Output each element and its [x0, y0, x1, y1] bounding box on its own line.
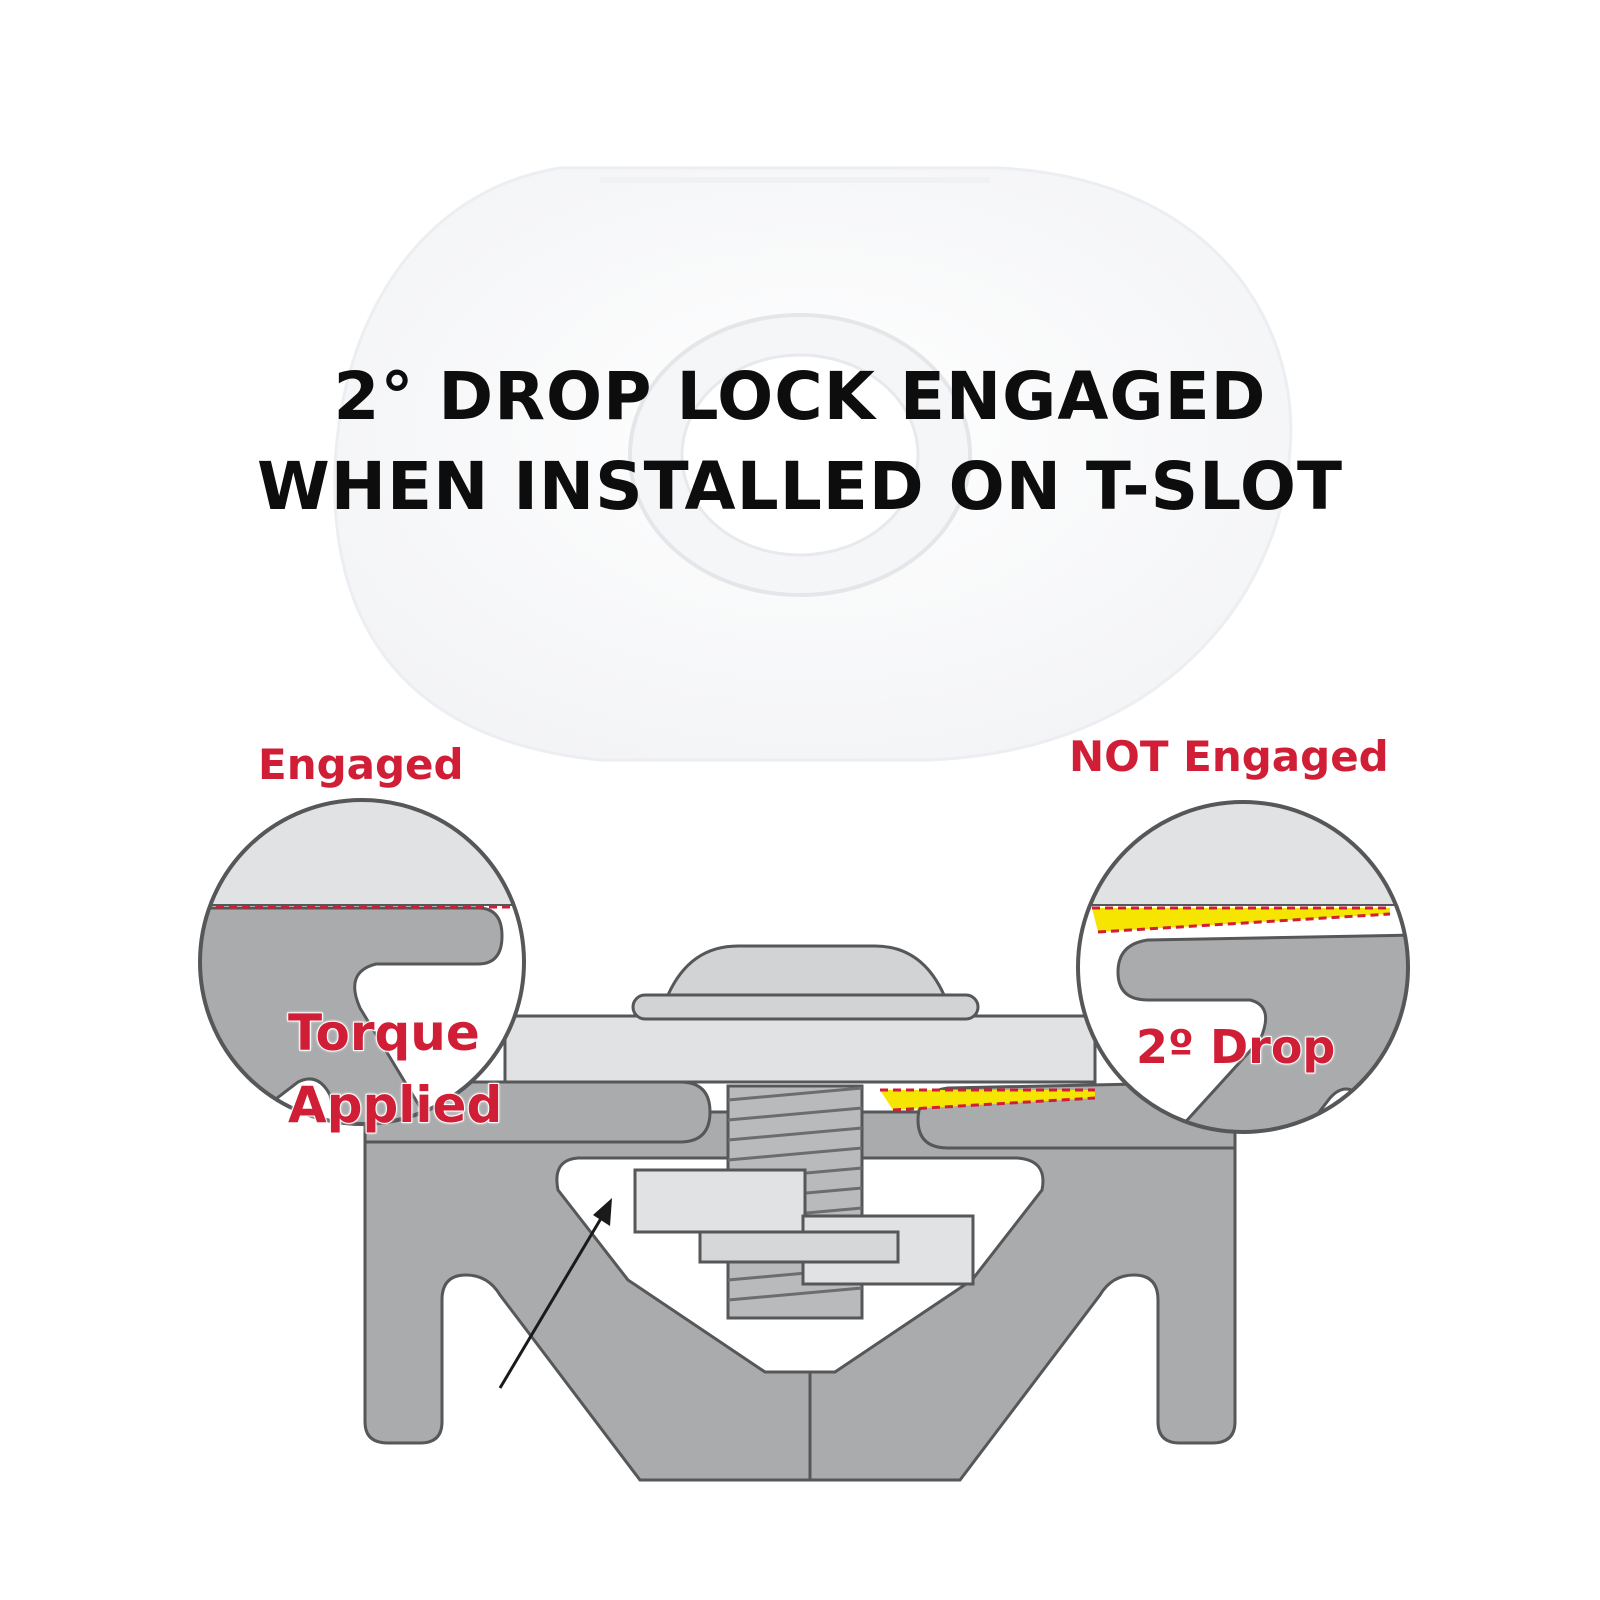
- arrow-pointer: [498, 1198, 612, 1389]
- mounting-plate: [503, 1014, 1097, 1084]
- not-engaged-magnifier: [1076, 800, 1410, 1134]
- headline-line-1: 2° DROP LOCK ENGAGED: [333, 358, 1267, 435]
- drop-gap-highlight: [880, 1090, 1095, 1110]
- headline-line-2: WHEN INSTALLED ON T-SLOT: [257, 448, 1343, 525]
- t-nut-body: [633, 1168, 975, 1286]
- torque-callout: Torque: [287, 1004, 481, 1062]
- engaged-magnifier: [198, 798, 526, 1126]
- engaged-label: Engaged: [258, 740, 464, 789]
- applied-callout: Applied: [287, 1076, 503, 1134]
- t-nut-product-image: [333, 166, 1293, 762]
- not-engaged-label: NOT Engaged: [1069, 732, 1389, 781]
- screw-head: [631, 944, 980, 1021]
- drop-callout: 2º Drop: [1135, 1020, 1336, 1074]
- drop-gap-dashes: [880, 1088, 1096, 1112]
